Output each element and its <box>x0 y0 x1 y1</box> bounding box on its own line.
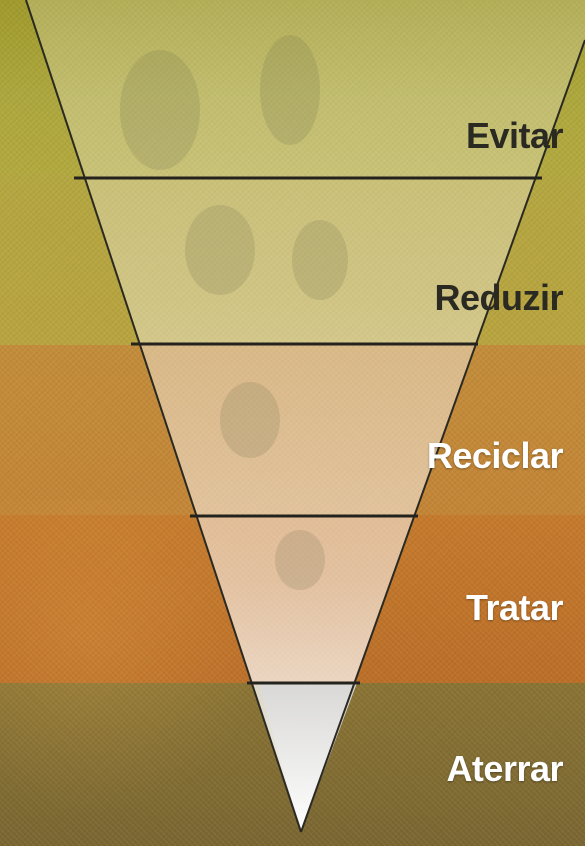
funnel-right-edge <box>300 39 585 833</box>
funnel-tip <box>258 683 357 832</box>
funnel-photo-hints <box>120 35 348 590</box>
level-label-aterrar: Aterrar <box>446 748 563 789</box>
level-label-reciclar: Reciclar <box>426 435 564 476</box>
funnel-body <box>26 0 585 832</box>
level-label-evitar: Evitar <box>465 115 564 156</box>
level-label-tratar: Tratar <box>465 587 564 628</box>
funnel-left-edge <box>25 0 302 833</box>
level-label-reduzir: Reduzir <box>434 277 563 318</box>
